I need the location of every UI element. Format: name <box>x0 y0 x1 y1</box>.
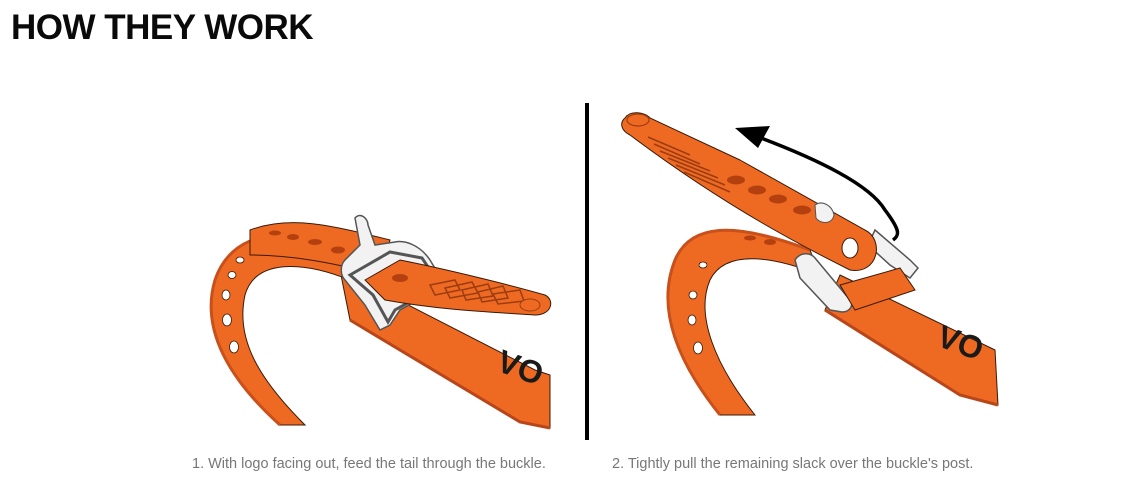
step-separator <box>585 103 589 440</box>
section-title: HOW THEY WORK <box>11 8 314 47</box>
pull-direction-arrow-icon <box>735 126 900 242</box>
step-1-caption: 1. With logo facing out, feed the tail t… <box>192 456 546 472</box>
strap-feed-through-buckle-image: VO <box>209 214 552 430</box>
step-2-illustration: VO <box>610 100 1010 420</box>
strap-pull-over-post-image: VO <box>621 112 999 416</box>
step-2-caption: 2. Tightly pull the remaining slack over… <box>612 456 974 472</box>
step-1-illustration: VO <box>190 200 560 430</box>
